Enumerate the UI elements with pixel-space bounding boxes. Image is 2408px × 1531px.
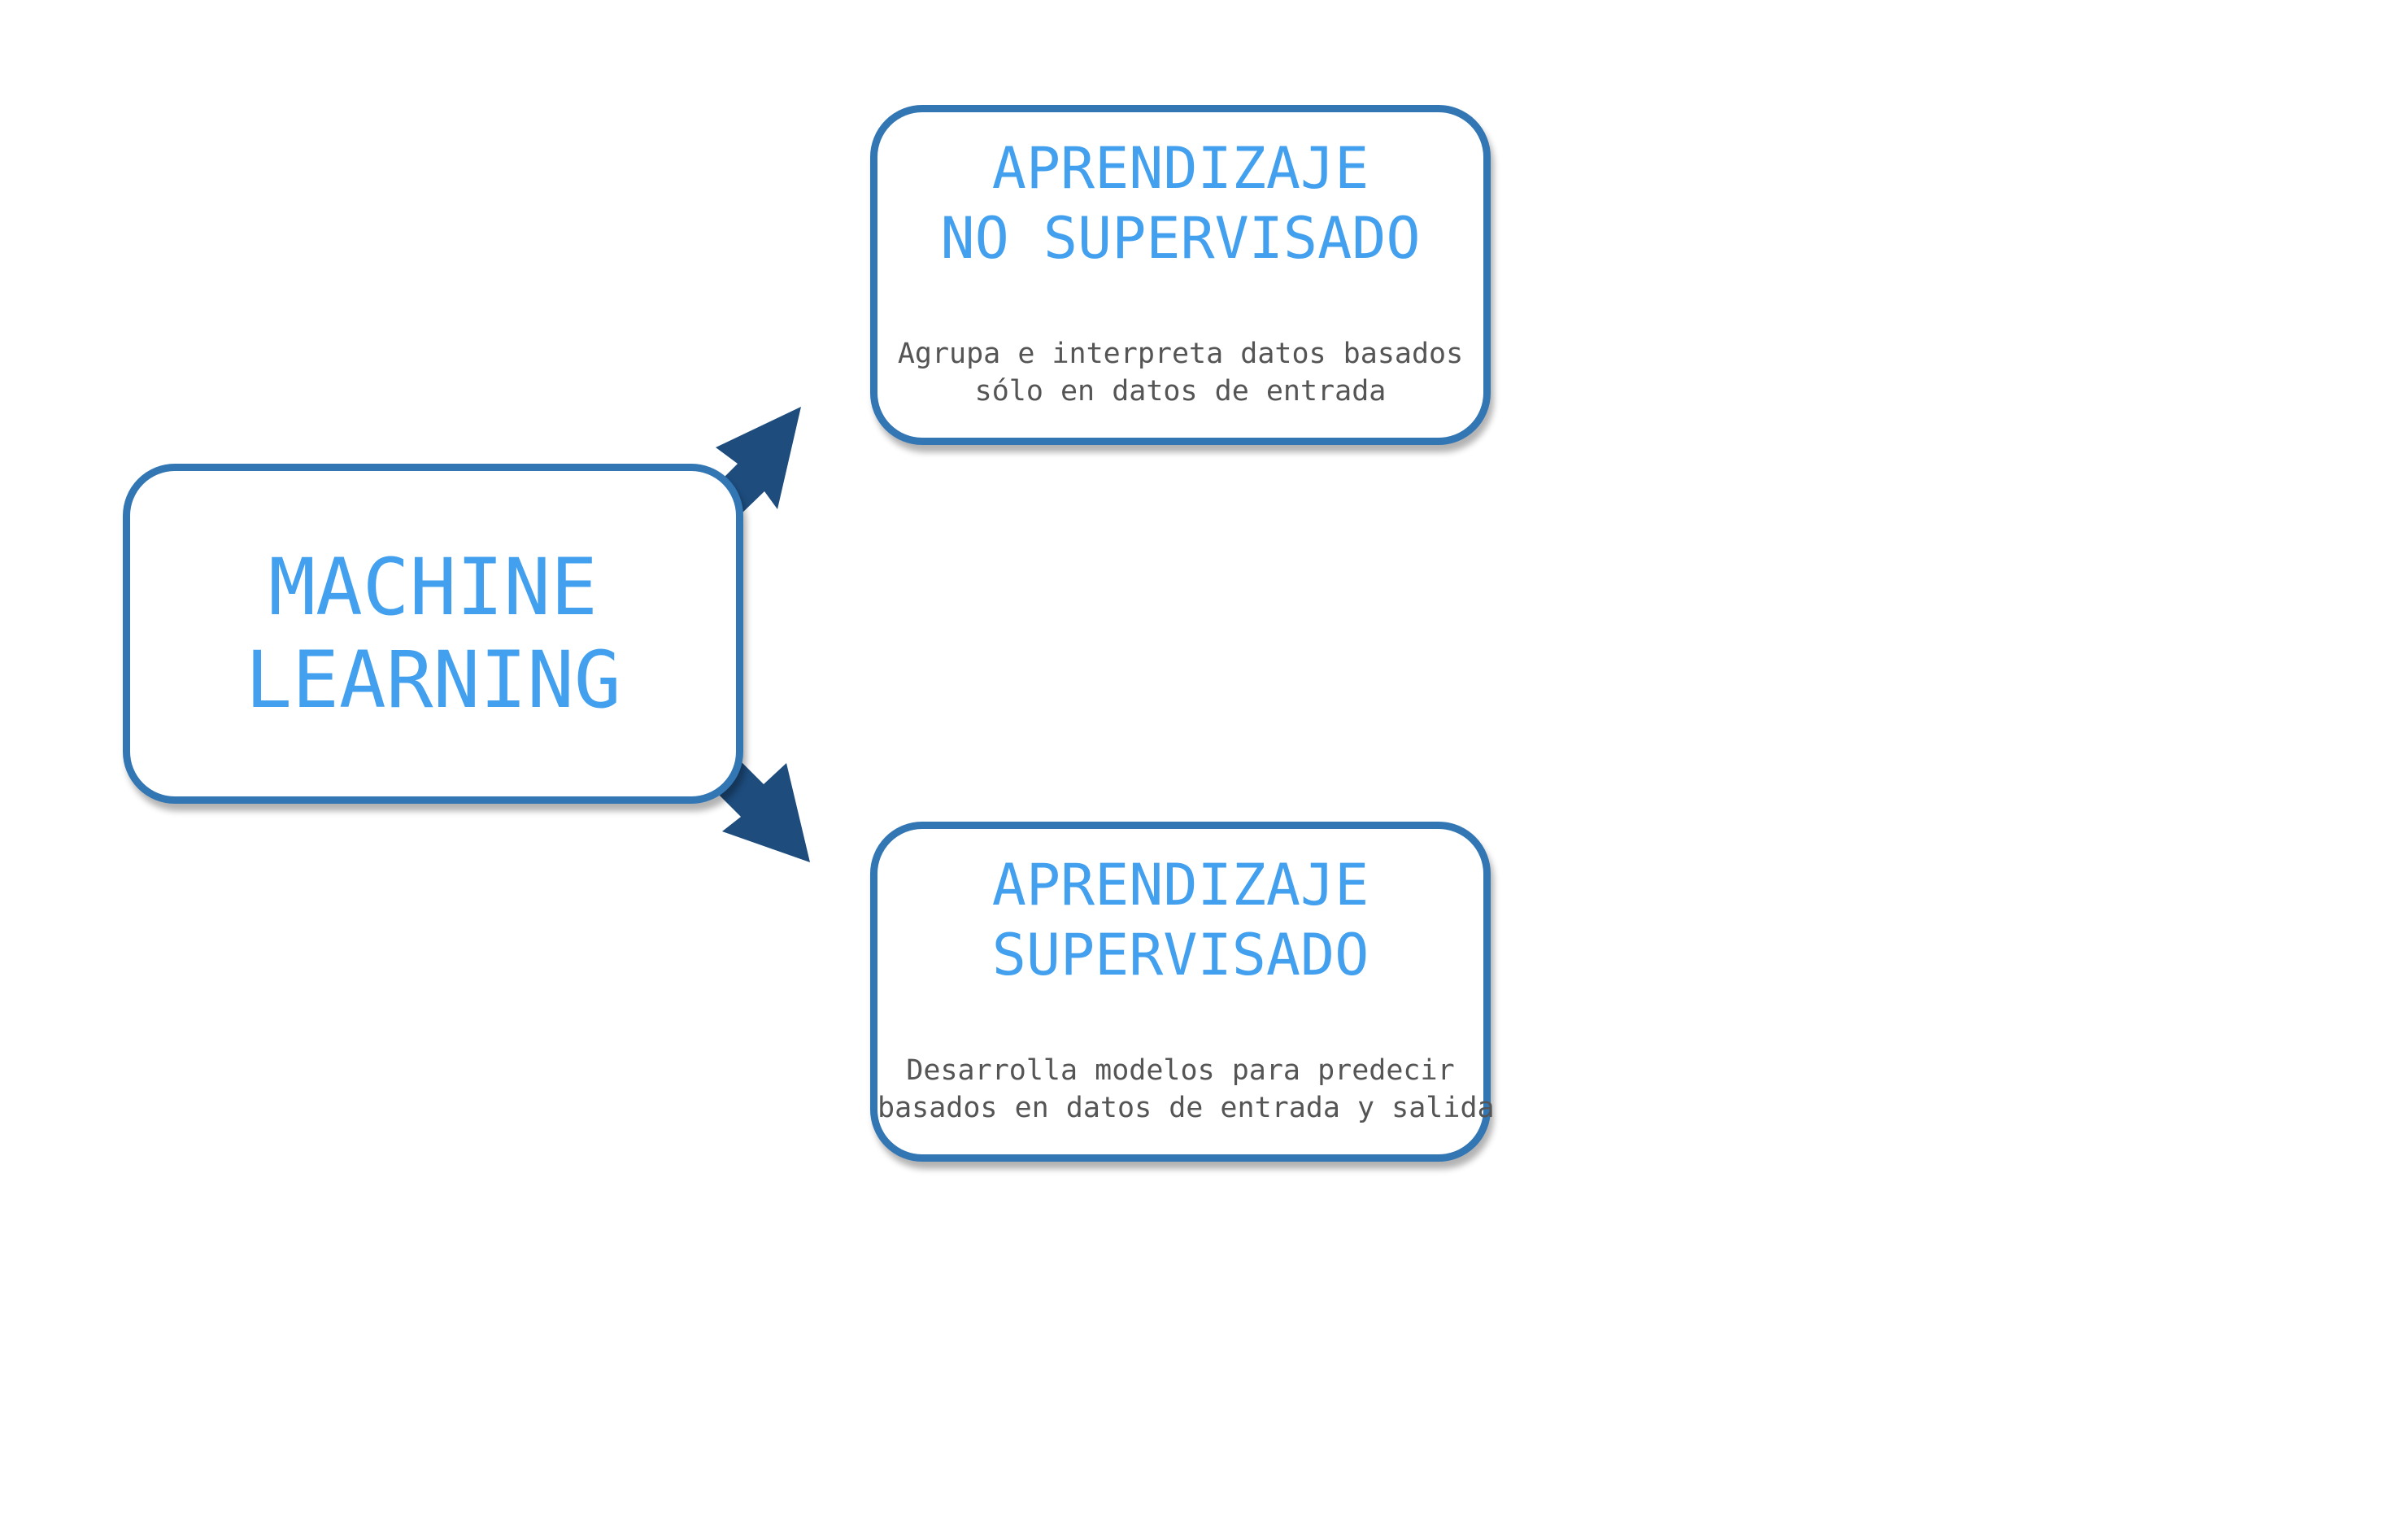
unsupervised-title-line2: NO SUPERVISADO (940, 205, 1421, 272)
unsupervised-desc-line1: Agrupa e interpreta datos basados (897, 338, 1464, 370)
supervised-desc-line2: basados en datos de entrada y salida (877, 1092, 1495, 1124)
supervised-title-line1: APRENDIZAJE (991, 852, 1369, 918)
supervised-title-line2: SUPERVISADO (991, 922, 1369, 988)
machine-learning-title-line1: MACHINE (268, 542, 598, 633)
unsupervised-learning-node: APRENDIZAJE NO SUPERVISADO Agrupa e inte… (870, 105, 1491, 445)
unsupervised-desc-line2: sólo en datos de entrada (974, 375, 1387, 408)
machine-learning-title-line2: LEARNING (245, 635, 621, 726)
arrow-to-unsupervised (714, 407, 801, 515)
arrow-to-supervised (717, 761, 810, 862)
supervised-desc-line1: Desarrolla modelos para predecir (906, 1054, 1455, 1087)
unsupervised-title: APRENDIZAJE NO SUPERVISADO (877, 133, 1483, 273)
supervised-title: APRENDIZAJE SUPERVISADO (877, 850, 1483, 990)
unsupervised-title-line1: APRENDIZAJE (991, 135, 1369, 202)
supervised-description: Desarrolla modelos para predecir basados… (877, 1052, 1495, 1127)
supervised-learning-node: APRENDIZAJE SUPERVISADO Desarrolla model… (870, 822, 1495, 1162)
machine-learning-node: MACHINE LEARNING (123, 464, 743, 804)
unsupervised-description: Agrupa e interpreta datos basados sólo e… (877, 335, 1483, 410)
